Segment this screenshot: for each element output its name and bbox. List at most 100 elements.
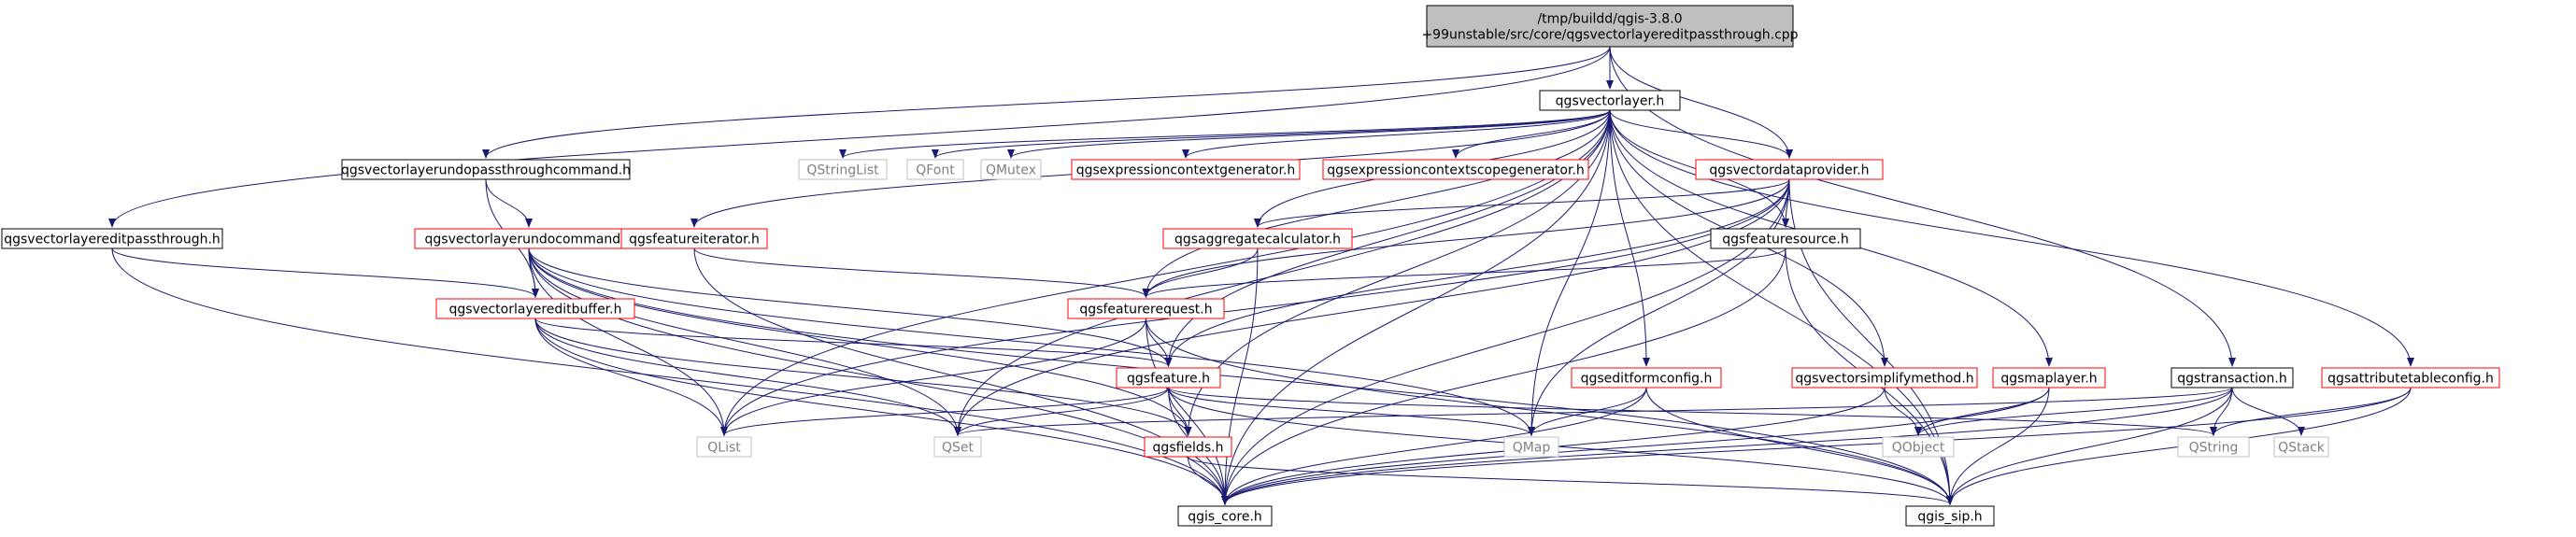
node-core[interactable]: qgis_core.h xyxy=(1177,505,1273,527)
node-undopt[interactable]: qgsvectorlayerundopassthroughcommand.h xyxy=(341,159,631,180)
edge-fields-to-sip xyxy=(1188,456,1954,505)
edge-trans-to-qstack xyxy=(2231,387,2305,436)
edge-vdp-to-freq xyxy=(1142,178,1790,298)
edge-ebuf-to-qlist xyxy=(534,318,728,436)
edge-mapl-to-qobj xyxy=(1914,387,2050,436)
edge-vdp-to-qlist xyxy=(720,178,1790,436)
node-escg[interactable]: qgsexpressioncontextscopegenerator.h xyxy=(1322,159,1589,180)
node-fsrc[interactable]: qgsfeaturesource.h xyxy=(1710,228,1861,249)
node-qlist-box xyxy=(696,436,752,458)
edge-feat-to-qstring xyxy=(1168,387,2217,436)
edge-atc-to-core xyxy=(1221,387,2412,505)
edge-root-to-trans xyxy=(1609,46,2236,367)
node-root-label: /tmp/buildd/qgis-3.8.0 xyxy=(1537,12,1682,27)
node-freq-box xyxy=(1067,298,1225,319)
node-vl-label: qgsvectorlayer.h xyxy=(1556,94,1665,109)
node-root[interactable]: /tmp/buildd/qgis-3.8.0+99unstable/src/co… xyxy=(1421,5,1799,48)
node-sip-label: qgis_sip.h xyxy=(1917,510,1982,525)
edge-vl-to-ecg xyxy=(1182,109,1611,159)
edge-vdp-to-feat xyxy=(1164,178,1790,367)
edge-trans-to-qobj xyxy=(1914,387,2233,436)
node-eptc[interactable]: qgsvectorlayereditpassthrough.h xyxy=(1,228,223,249)
node-agg-label: qgsaggregatecalculator.h xyxy=(1174,233,1341,247)
node-freq[interactable]: qgsfeaturerequest.h xyxy=(1067,298,1225,319)
node-mapl[interactable]: qgsmaplayer.h xyxy=(1992,367,2106,389)
node-qlist[interactable]: QList xyxy=(696,436,752,458)
node-qset[interactable]: QSet xyxy=(933,436,982,458)
node-vl[interactable]: qgsvectorlayer.h xyxy=(1539,90,1681,111)
edge-root-to-undopt xyxy=(482,46,1611,159)
edge-undoc-to-qlist xyxy=(528,247,728,436)
node-undopt-box xyxy=(341,159,631,180)
edge-undoc-to-feat xyxy=(528,247,1173,367)
node-undopt-label: qgsvectorlayerundopassthroughcommand.h xyxy=(341,163,631,178)
node-fit-label: qgsfeatureiterator.h xyxy=(629,233,760,247)
edge-fsrc-to-freq xyxy=(1142,247,1786,298)
node-qlist-label: QList xyxy=(707,441,741,456)
node-trans[interactable]: qgstransaction.h xyxy=(2170,367,2294,389)
edge-mapl-to-core xyxy=(1221,387,2050,505)
edge-undoc-to-sip xyxy=(528,247,1954,505)
edge-fsrc-to-core xyxy=(1221,247,1786,505)
edge-layer xyxy=(108,46,2414,505)
edge-ebuf-to-fields xyxy=(534,318,1192,436)
edge-root-to-vdp xyxy=(1609,46,1793,159)
node-qobj[interactable]: QObject xyxy=(1882,436,1955,458)
node-fields-box xyxy=(1144,436,1232,458)
node-qmutex-box xyxy=(980,159,1042,180)
node-feat-label: qgsfeature.h xyxy=(1127,372,1210,387)
node-eptc-label: qgsvectorlayereditpassthrough.h xyxy=(4,233,221,247)
node-qstrl-label: QStringList xyxy=(806,163,879,178)
node-vl-box xyxy=(1539,90,1681,111)
node-efc[interactable]: qgseditformconfig.h xyxy=(1571,367,1722,389)
edge-efc-to-sip xyxy=(1645,387,1954,505)
node-vsm[interactable]: qgsvectorsimplifymethod.h xyxy=(1791,367,1978,389)
node-efc-label: qgseditformconfig.h xyxy=(1581,372,1713,387)
node-ecg-label: qgsexpressioncontextgenerator.h xyxy=(1076,163,1296,178)
node-undoc[interactable]: qgsvectorlayerundocommand.h xyxy=(414,228,644,249)
node-qobj-label: QObject xyxy=(1892,441,1945,456)
node-root-box xyxy=(1426,5,1794,48)
edge-vdp-to-qmap xyxy=(1528,178,1790,436)
edge-efc-to-core xyxy=(1221,387,1647,505)
edge-ebuf-to-qset xyxy=(534,318,961,436)
node-escg-box xyxy=(1322,159,1589,180)
node-agg-box xyxy=(1162,228,1353,249)
node-qmap[interactable]: QMap xyxy=(1503,436,1559,458)
edge-ebuf-to-core xyxy=(534,318,1229,505)
node-fsrc-box xyxy=(1710,228,1861,249)
node-fsrc-label: qgsfeaturesource.h xyxy=(1722,233,1848,247)
edge-agg-to-core xyxy=(1221,247,1259,505)
node-feat-box xyxy=(1116,367,1221,389)
node-qmap-box xyxy=(1503,436,1559,458)
node-qfont[interactable]: QFont xyxy=(906,159,964,180)
node-qmutex[interactable]: QMutex xyxy=(980,159,1042,180)
node-sip[interactable]: qgis_sip.h xyxy=(1905,505,1995,527)
node-root-label: +99unstable/src/core/qgsvectorlayereditp… xyxy=(1421,28,1798,43)
node-vsm-label: qgsvectorsimplifymethod.h xyxy=(1795,372,1973,387)
node-agg[interactable]: qgsaggregatecalculator.h xyxy=(1162,228,1353,249)
edge-agg-to-freq xyxy=(1142,247,1259,298)
node-ecg[interactable]: qgsexpressioncontextgenerator.h xyxy=(1071,159,1301,180)
node-ebuf[interactable]: qgsvectorlayereditbuffer.h xyxy=(435,298,635,319)
edge-vl-to-atc xyxy=(1609,109,2414,367)
node-fit[interactable]: qgsfeatureiterator.h xyxy=(620,228,768,249)
edge-ebuf-to-feat xyxy=(534,318,1173,367)
node-core-box xyxy=(1177,505,1273,527)
node-fields[interactable]: qgsfields.h xyxy=(1144,436,1232,458)
node-vdp-box xyxy=(1695,159,1884,180)
node-qstring-label: QString xyxy=(2189,441,2239,456)
node-vdp[interactable]: qgsvectordataprovider.h xyxy=(1695,159,1884,180)
node-qset-box xyxy=(933,436,982,458)
node-qstrl[interactable]: QStringList xyxy=(798,159,888,180)
node-sip-box xyxy=(1905,505,1995,527)
edge-feat-to-qmap xyxy=(1168,387,1535,436)
edge-undopt-to-undoc xyxy=(485,178,533,228)
edge-feat-to-qset xyxy=(954,387,1169,436)
node-feat[interactable]: qgsfeature.h xyxy=(1116,367,1221,389)
edge-vl-to-qstrl xyxy=(839,109,1611,159)
node-qstack[interactable]: QStack xyxy=(2273,436,2329,458)
node-atc[interactable]: qgsattributetableconfig.h xyxy=(2321,367,2500,389)
node-qstring[interactable]: QString xyxy=(2177,436,2250,458)
